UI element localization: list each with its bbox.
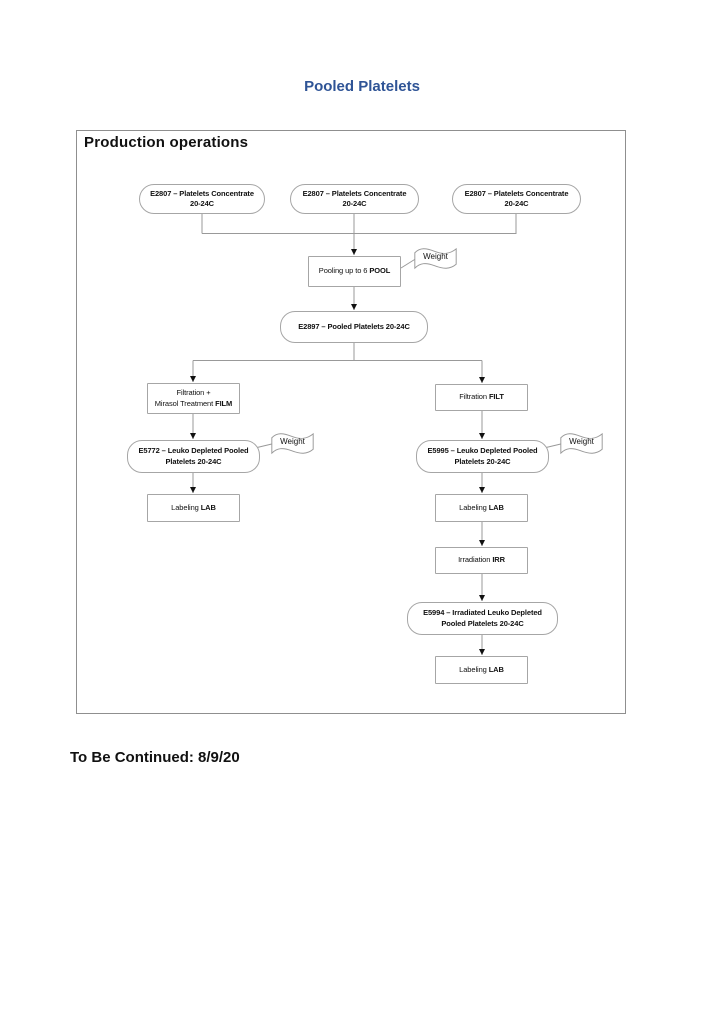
node-filtration-mirasol: Filtration + Mirasol Treatment FILM (147, 383, 240, 414)
node-labeling-right-1: Labeling LAB (435, 494, 528, 522)
node-label-line2: 20-24C (190, 199, 214, 208)
node-label: Filtration FILT (459, 392, 504, 402)
node-label-line2: 20-24C (342, 199, 367, 208)
node-label: Pooling up to 6 POOL (318, 266, 391, 276)
wavy-flag-icon (414, 247, 457, 270)
node-irradiation: Irradiation IRR (435, 547, 528, 574)
page-title: Pooled Platelets (304, 78, 420, 95)
weight-flag-label: Weight (569, 437, 594, 446)
to-be-continued-note: To Be Continued: 8/9/20 (70, 749, 240, 766)
node-pooling: Pooling up to 6 POOL (308, 256, 401, 287)
node-labeling-left: Labeling LAB (147, 494, 240, 522)
node-label-line2: Pooled Platelets 20-24C (441, 618, 524, 628)
node-label-line2: Mirasol Treatment FILM (154, 398, 233, 408)
node-label: Labeling LAB (459, 664, 504, 674)
node-label-line2: 20-24C (504, 199, 529, 208)
node-label-line1: E2897 – Pooled Platelets 20-24C (298, 321, 410, 331)
wavy-flag-icon (271, 432, 314, 455)
node-e2807-concentrate-1: E2807 – Platelets Concentrate 20-24C (139, 184, 265, 214)
node-label-line1: E5994 – Irradiated Leuko Depleted (423, 608, 542, 618)
node-label-line1: E2807 – Platelets Concentrate (302, 188, 407, 198)
node-label: Irradiation IRR (458, 555, 505, 565)
node-e2897-pooled-platelets: E2897 – Pooled Platelets 20-24C (280, 311, 428, 343)
node-e5772-leuko-depleted: E5772 – Leuko Depleted Pooled Platelets … (127, 440, 260, 473)
node-filtration: Filtration FILT (435, 384, 528, 411)
node-labeling-right-2: Labeling LAB (435, 656, 528, 684)
weight-flag-label: Weight (423, 252, 448, 261)
wavy-flag-icon (560, 432, 603, 455)
weight-flag-label: Weight (280, 437, 305, 446)
weight-flag-e5995: Weight (559, 431, 604, 456)
weight-flag-pooling: Weight (413, 246, 458, 271)
node-label-line2: Platelets 20-24C (454, 456, 511, 466)
production-operations-panel: Production operations (76, 130, 626, 714)
node-e2807-concentrate-3: E2807 – Platelets Concentrate 20-24C (452, 184, 581, 214)
node-label-line1: E5772 – Leuko Depleted Pooled (138, 446, 249, 456)
node-label-line1: Filtration + (176, 388, 211, 398)
weight-flag-e5772: Weight (270, 431, 315, 456)
section-title: Production operations (84, 134, 249, 151)
node-e5994-irradiated: E5994 – Irradiated Leuko Depleted Pooled… (407, 602, 558, 635)
node-label: Labeling LAB (171, 502, 216, 512)
node-e5995-leuko-depleted: E5995 – Leuko Depleted Pooled Platelets … (416, 440, 549, 473)
node-label-line1: E5995 – Leuko Depleted Pooled (427, 446, 538, 456)
node-label-line2: Platelets 20-24C (165, 456, 222, 466)
node-label-line1: E2807 – Platelets Concentrate (150, 188, 254, 198)
node-label-line1: E2807 – Platelets Concentrate (464, 188, 569, 198)
node-label: Labeling LAB (459, 502, 504, 512)
node-e2807-concentrate-2: E2807 – Platelets Concentrate 20-24C (290, 184, 419, 214)
